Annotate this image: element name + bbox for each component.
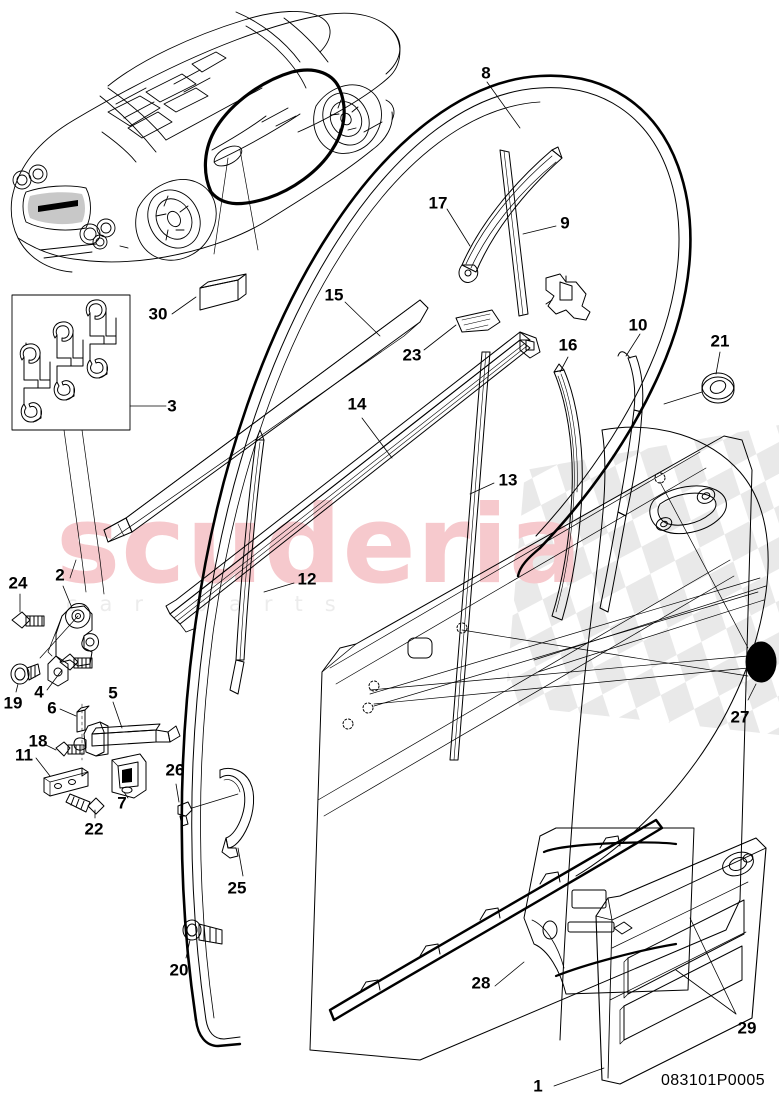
callout-11[interactable]: 11 xyxy=(15,745,33,765)
leader-13 xyxy=(469,482,495,495)
part-5-door-check xyxy=(73,721,181,757)
part-17-seal-strip xyxy=(458,146,563,283)
part-16-seal xyxy=(551,363,583,621)
callout-14[interactable]: 14 xyxy=(347,394,367,414)
callout-15[interactable]: 15 xyxy=(324,285,344,305)
leader-12 xyxy=(263,582,295,593)
leader-23 xyxy=(423,324,457,351)
leader-26 xyxy=(175,783,180,803)
callout-9[interactable]: 9 xyxy=(560,213,570,233)
part-9-strip xyxy=(499,149,529,317)
leader-2 xyxy=(62,585,73,609)
leader-20 xyxy=(185,939,191,959)
leader-27 xyxy=(747,683,757,701)
callout-19[interactable]: 19 xyxy=(3,693,23,713)
part-15-belt-moulding xyxy=(103,299,429,543)
part-14-lower-moulding xyxy=(165,331,541,633)
callout-29[interactable]: 29 xyxy=(737,1018,757,1038)
leader-9 xyxy=(522,225,557,235)
part-26-clip xyxy=(177,801,193,827)
leader-17 xyxy=(446,208,471,247)
vehicle-illustration xyxy=(10,11,401,273)
part-27-plug xyxy=(745,641,777,683)
leader-1 xyxy=(553,1067,605,1087)
leader-15 xyxy=(344,301,381,337)
callout-8[interactable]: 8 xyxy=(481,63,491,83)
part-23-wedge xyxy=(455,309,501,333)
leader-25 xyxy=(237,847,244,877)
leader-6 xyxy=(59,708,77,717)
leader-14 xyxy=(361,417,393,459)
callout-5[interactable]: 5 xyxy=(108,683,118,703)
leader-21 xyxy=(715,351,721,375)
door-outer-skin xyxy=(369,426,769,1041)
callout-6[interactable]: 6 xyxy=(47,698,57,718)
leader-11 xyxy=(35,757,51,777)
part-11-bracket xyxy=(43,767,89,797)
callout-28[interactable]: 28 xyxy=(471,973,491,993)
leader-8 xyxy=(486,81,521,129)
diagram-reference-number: 083101P0005 xyxy=(660,1072,765,1089)
part-18-screw xyxy=(55,741,85,757)
callout-26[interactable]: 26 xyxy=(165,760,185,780)
callout-16[interactable]: 16 xyxy=(558,335,578,355)
leader-10 xyxy=(625,333,641,357)
part-10-upper-seal xyxy=(599,351,644,613)
part-4-bolt xyxy=(59,653,93,671)
callout-13[interactable]: 13 xyxy=(498,470,518,490)
part-6-pin xyxy=(76,705,90,733)
callout-10[interactable]: 10 xyxy=(628,315,648,335)
part-12-window-channel xyxy=(229,429,265,695)
part-19-plug xyxy=(10,663,41,685)
callout-17[interactable]: 17 xyxy=(428,193,448,213)
leader-16 xyxy=(559,356,569,373)
callout-18[interactable]: 18 xyxy=(28,731,48,751)
callout-4[interactable]: 4 xyxy=(34,682,44,702)
callout-1[interactable]: 1 xyxy=(533,1076,543,1096)
callout-21[interactable]: 21 xyxy=(710,331,730,351)
part-2-hinge xyxy=(39,603,99,687)
door-handle xyxy=(649,485,727,535)
leader-19 xyxy=(15,683,19,693)
callout-3[interactable]: 3 xyxy=(167,396,177,416)
callout-24[interactable]: 24 xyxy=(8,573,28,593)
detail-box-frame xyxy=(11,294,131,431)
part-28-shield xyxy=(523,827,695,995)
callout-12[interactable]: 12 xyxy=(297,569,317,589)
part-21-grommet xyxy=(701,372,735,404)
callout-7[interactable]: 7 xyxy=(117,793,127,813)
part-3-clip-set xyxy=(19,299,117,423)
window-frame-bracket xyxy=(545,273,591,321)
leader-28 xyxy=(494,961,525,987)
leader-7 xyxy=(123,791,129,799)
part-24-bolt xyxy=(11,611,45,629)
part-25-handle xyxy=(219,768,255,859)
leader-5 xyxy=(112,701,123,729)
callout-2[interactable]: 2 xyxy=(55,565,65,585)
part-30-pad xyxy=(199,273,247,311)
callout-30[interactable]: 30 xyxy=(148,304,168,324)
part-20-stud xyxy=(182,919,223,945)
leader-4 xyxy=(46,669,63,691)
door-inner-shell xyxy=(309,435,753,1061)
part-1-trim-panel xyxy=(595,837,767,1085)
callout-22[interactable]: 22 xyxy=(84,819,104,839)
callout-25[interactable]: 25 xyxy=(227,878,247,898)
leader-30 xyxy=(171,296,197,315)
callout-27[interactable]: 27 xyxy=(730,707,750,727)
part-7-striker xyxy=(111,753,147,799)
leader-29a xyxy=(689,917,737,1015)
door-seal-on-vehicle xyxy=(203,68,346,206)
part-13-division-bar xyxy=(449,351,491,761)
callout-20[interactable]: 20 xyxy=(169,960,189,980)
callout-23[interactable]: 23 xyxy=(402,345,422,365)
leader-18 xyxy=(45,744,57,751)
part-22-screw xyxy=(65,793,105,815)
leader-29b xyxy=(675,969,737,1015)
part-8-outer-seal xyxy=(180,74,692,1048)
